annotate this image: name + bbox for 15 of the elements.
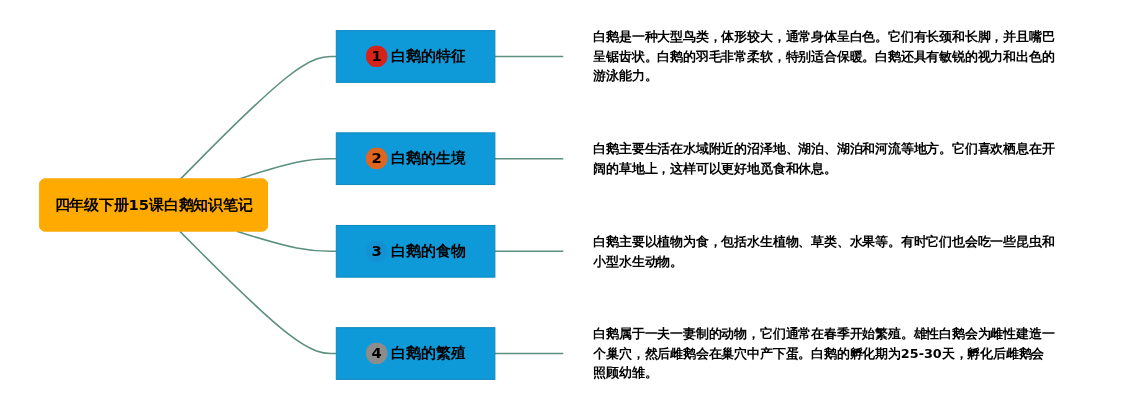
- node-box: 4 白鹅的繁殖: [335, 327, 495, 380]
- connector: [235, 230, 337, 253]
- connector: [493, 352, 565, 355]
- node-box: 1 白鹅的特征: [335, 30, 495, 83]
- connector: [493, 250, 565, 253]
- node-text: 白鹅属于一夫一妻制的动物，它们通常在春季开始繁殖。雄性白鹅会为雌性建造一个巢穴，然后雌鹅会在巢穴中产下蛋。白鹅的孵化期为25-30天，孵化后雌鹅会照顾幼雏。: [592, 326, 1055, 380]
- connector: [178, 55, 337, 181]
- node-box: 3 白鹅的食物: [335, 224, 495, 278]
- node-text: 白鹅是一种大型鸟类，体形较大，通常身体呈白色。它们有长颈和长脚，并且嘴巴呈锯齿状。白鹅的羽毛非常柔软，特别适合保暖。白鹅还具有敏锐的视力和出色的游泳能力。: [592, 29, 1055, 83]
- node-text: 白鹅主要以植物为食，包括水生植物、草类、水果等。有时它们也会吃一些昆虫和小型水生动物。: [592, 234, 1055, 269]
- connector: [493, 157, 565, 160]
- node-box: 2 白鹅的生境: [335, 132, 495, 186]
- connector: [493, 55, 565, 58]
- connector: [178, 230, 337, 355]
- node-text: 白鹅主要生活在水域附近的沼泽地、湖泊、湖泊和河流等地方。它们喜欢栖息在开阔的草地上，这样可以更好地觅食和休息。: [592, 141, 1055, 176]
